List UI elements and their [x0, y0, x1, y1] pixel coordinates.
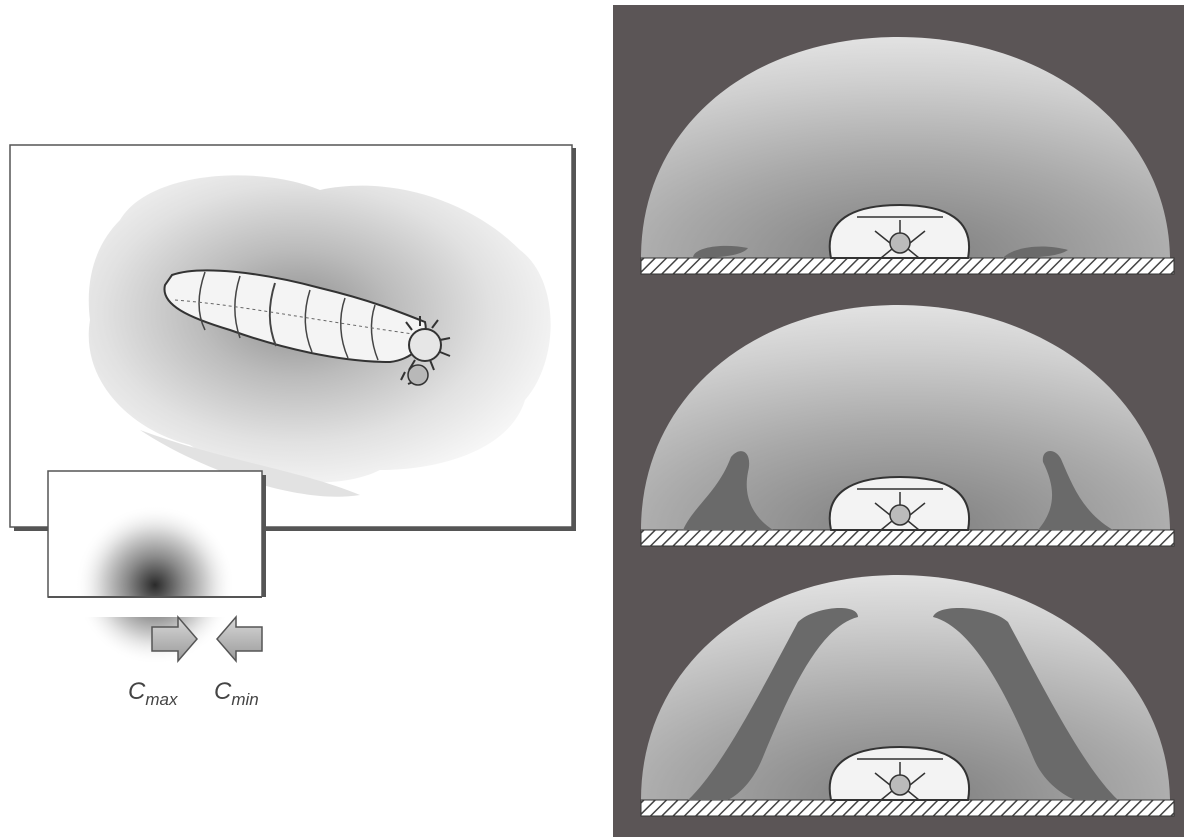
cmin-label: Cmin — [214, 678, 259, 710]
larva-section-icon — [830, 477, 969, 530]
left-illustration — [0, 0, 600, 837]
cmax-label: Cmax — [128, 678, 177, 710]
larva-section-icon — [830, 747, 969, 800]
dome-panels — [613, 5, 1184, 837]
left-figure: Cmax Cmin — [0, 0, 600, 837]
larva-section-icon — [830, 205, 969, 258]
right-figure — [613, 5, 1184, 837]
